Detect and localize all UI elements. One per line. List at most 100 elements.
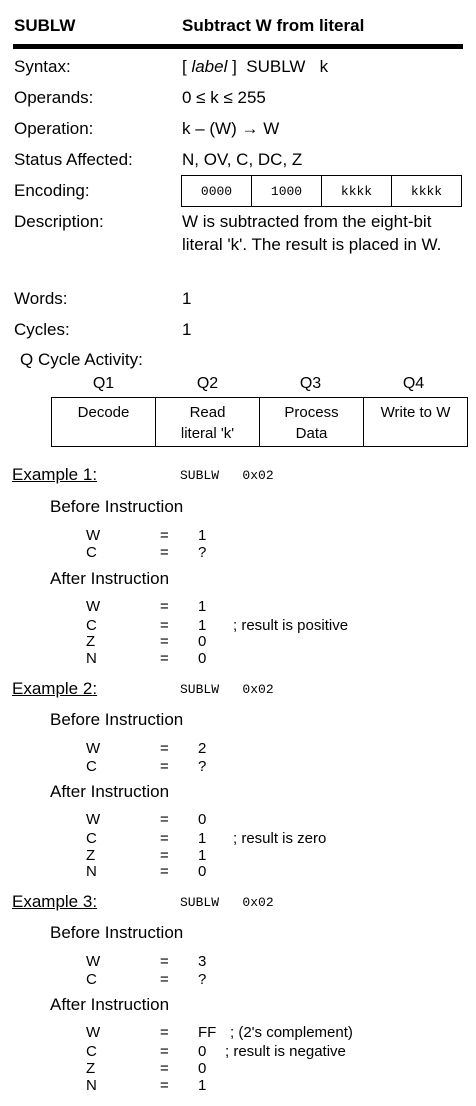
register-value: 0 xyxy=(198,811,207,828)
header-rule xyxy=(13,44,463,49)
operands-value: 0 ≤ k ≤ 255 xyxy=(182,88,266,107)
q-cycle-text: Write to W xyxy=(380,404,451,421)
register-equals: = xyxy=(160,830,169,847)
register-name: C xyxy=(86,1043,97,1060)
register-value: 0 xyxy=(198,863,207,880)
register-name: W xyxy=(86,740,101,757)
register-name: Z xyxy=(86,1060,96,1077)
register-value: 1 xyxy=(198,830,207,847)
q-cycle-header: Q3 xyxy=(299,375,322,392)
description-value: W is subtracted from the eight-bit liter… xyxy=(182,212,442,254)
register-name: C xyxy=(86,758,97,775)
q-cycle-header: Q1 xyxy=(92,375,115,392)
example-2-code: SUBLW 0x02 xyxy=(180,682,274,697)
example-1-code: SUBLW 0x02 xyxy=(180,468,274,483)
register-value: 0 xyxy=(198,650,207,667)
register-value: 0 xyxy=(198,633,207,650)
register-equals: = xyxy=(160,650,169,667)
syntax-label-word: label xyxy=(191,57,228,76)
register-name: Z xyxy=(86,633,96,650)
encoding-cell: 1000 xyxy=(251,175,322,207)
register-name: C xyxy=(86,544,97,561)
register-value: 2 xyxy=(198,740,207,757)
register-equals: = xyxy=(160,598,169,615)
register-equals: = xyxy=(160,863,169,880)
example-2-after-label: After Instruction xyxy=(50,782,170,801)
words-label: Words: xyxy=(14,289,68,308)
q-cycle-text: Process xyxy=(284,404,339,421)
q-cycle-label: Q Cycle Activity: xyxy=(20,350,143,369)
register-value: ? xyxy=(198,544,207,561)
register-name: W xyxy=(86,1024,101,1041)
register-value: 0 xyxy=(198,1060,207,1077)
register-name: N xyxy=(86,1077,97,1094)
instruction-mnemonic: SUBLW xyxy=(14,16,76,35)
register-value: 0 xyxy=(198,1043,207,1060)
register-name: C xyxy=(86,830,97,847)
register-name: W xyxy=(86,811,101,828)
operands-label: Operands: xyxy=(14,88,94,107)
register-comment: ; result is positive xyxy=(233,617,349,634)
example-2-before-label: Before Instruction xyxy=(50,710,184,729)
register-equals: = xyxy=(160,527,169,544)
register-equals: = xyxy=(160,1024,169,1041)
register-value: 1 xyxy=(198,847,207,864)
register-value: 1 xyxy=(198,1077,207,1094)
operation-label: Operation: xyxy=(14,119,94,138)
q-cycle-text: Decode xyxy=(77,404,130,421)
register-name: W xyxy=(86,527,101,544)
q-cycle-cell: Decode xyxy=(51,397,156,447)
instruction-title: Subtract W from literal xyxy=(182,16,365,35)
example-3-after-label: After Instruction xyxy=(50,995,170,1014)
example-3-title: Example 3: xyxy=(12,892,97,912)
register-value: FF xyxy=(198,1024,217,1041)
register-equals: = xyxy=(160,847,169,864)
example-title-text: Example 2 xyxy=(12,679,93,698)
register-comment: ; (2's complement) xyxy=(230,1024,353,1041)
syntax-rest: ] SUBLW k xyxy=(227,57,329,76)
words-value: 1 xyxy=(182,289,192,308)
register-equals: = xyxy=(160,953,169,970)
example-title-colon: : xyxy=(92,679,98,698)
register-value: 1 xyxy=(198,598,207,615)
register-name: C xyxy=(86,971,97,988)
register-comment: ; result is zero xyxy=(233,830,327,847)
example-title-text: Example 3 xyxy=(12,892,93,911)
register-value: ? xyxy=(198,758,207,775)
register-name: C xyxy=(86,617,97,634)
register-name: W xyxy=(86,953,101,970)
q-cycle-cell: Write to W xyxy=(363,397,468,447)
encoding-cell: 0000 xyxy=(181,175,252,207)
example-title-colon: : xyxy=(92,892,98,911)
q-cycle-cell: Read literal 'k' xyxy=(155,397,260,447)
register-equals: = xyxy=(160,617,169,634)
register-name: N xyxy=(86,863,97,880)
q-cycle-text: Read xyxy=(189,404,226,421)
q-cycle-text: literal 'k' xyxy=(180,425,235,442)
register-value: 3 xyxy=(198,953,207,970)
register-equals: = xyxy=(160,811,169,828)
encoding-table: 0000 1000 kkkk kkkk xyxy=(181,175,462,207)
register-equals: = xyxy=(160,740,169,757)
register-name: W xyxy=(86,598,101,615)
q-cycle-text: Data xyxy=(295,425,328,442)
example-2-title: Example 2: xyxy=(12,679,97,699)
register-value: ? xyxy=(198,971,207,988)
example-title-colon: : xyxy=(92,465,98,484)
example-3-before-label: Before Instruction xyxy=(50,923,184,942)
register-equals: = xyxy=(160,971,169,988)
status-label: Status Affected: xyxy=(14,150,133,169)
register-equals: = xyxy=(160,1077,169,1094)
example-title-text: Example 1 xyxy=(12,465,93,484)
syntax-bracket-open: [ xyxy=(182,57,192,76)
q-cycle-header: Q4 xyxy=(402,375,425,392)
register-comment: ; result is negative xyxy=(225,1043,346,1060)
encoding-cell: kkkk xyxy=(391,175,462,207)
register-name: Z xyxy=(86,847,96,864)
register-value: 1 xyxy=(198,617,207,634)
example-1-before-label: Before Instruction xyxy=(50,497,184,516)
register-equals: = xyxy=(160,544,169,561)
